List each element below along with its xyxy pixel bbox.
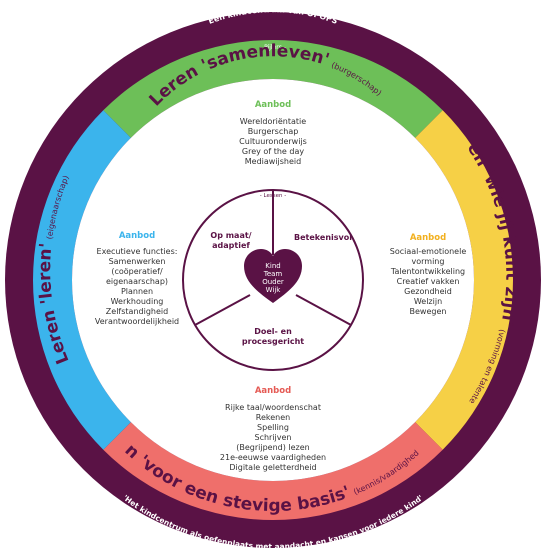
aanbod-item: Bewegen — [410, 307, 447, 316]
lessen-divider-left — [194, 294, 251, 326]
aanbod-item: Rijke taal/woordenschat — [225, 403, 321, 412]
aanbod-item: Welzijn — [414, 297, 442, 306]
aanbod-item: (coöperatief/ — [111, 267, 163, 276]
aanbod-bottom-heading: Aanbod — [255, 386, 291, 396]
pillar-band — [33, 40, 513, 520]
aanbod-item: Samenwerken — [109, 257, 166, 266]
heart-ouder: Ouder — [262, 278, 284, 286]
lessen-doel-line-2: procesgericht — [242, 337, 304, 346]
aanbod-item: Schrijven — [254, 433, 291, 442]
aanbod-item: Plannen — [121, 287, 153, 296]
aanbod-item: eigenaarschap) — [106, 277, 168, 286]
aanbod-left-heading: Aanbod — [119, 231, 155, 241]
aanbod-item: 21e-eeuwse vaardigheden — [220, 453, 326, 462]
band-stevige-basis — [103, 422, 443, 520]
lessen-doel-line-1: Doel- en — [254, 327, 292, 336]
aanbod-item: Executieve functies: — [97, 247, 178, 256]
aanbod-item: Spelling — [257, 423, 289, 432]
aanbod-item: Wereldoriëntatie — [240, 117, 306, 126]
band-leren — [33, 110, 131, 450]
heart-shape — [244, 249, 302, 303]
aanbod-item: Mediawijsheid — [245, 157, 301, 166]
aanbod-item: Zelfstandigheid — [106, 307, 168, 316]
aanbod-item: Sociaal-emotionele — [390, 247, 467, 256]
heart-wijk: Wijk — [266, 286, 282, 294]
aanbod-left: Aanbod Executieve functies: Samenwerken … — [95, 231, 179, 326]
heart-kind: Kind — [265, 262, 280, 270]
lessen-divider-right — [295, 294, 352, 326]
heart-team: Team — [263, 270, 283, 278]
aanbod-bottom: Aanbod Rijke taal/woordenschat Rekenen S… — [220, 386, 326, 472]
lessen-label: - Lessen - — [260, 193, 286, 199]
aanbod-item: Creatief vakken — [397, 277, 460, 286]
lessen-op-maat-line-1: Op maat/ — [210, 231, 251, 240]
aanbod-item: vorming — [412, 257, 445, 266]
aanbod-item: (Begrijpend) lezen — [236, 443, 310, 452]
pijlers-label: - Pijlers - — [260, 44, 286, 51]
aanbod-item: Gezondheid — [404, 287, 452, 296]
aanbod-item: Talentontwikkeling — [390, 267, 465, 276]
band-wie-jij-kunt-zijn — [415, 110, 513, 450]
aanbod-top-heading: Aanbod — [255, 100, 291, 110]
aanbod-item: Cultuuronderwijs — [239, 137, 307, 146]
aanbod-item: Verantwoordelijkheid — [95, 317, 179, 326]
aanbod-top: Aanbod Wereldoriëntatie Burgerschap Cult… — [239, 100, 307, 166]
aanbod-item: Rekenen — [256, 413, 290, 422]
lessen-op-maat-line-2: adaptief — [212, 241, 250, 250]
aanbod-item: Grey of the day — [242, 147, 304, 156]
aanbod-item: Digitale geletterdheid — [229, 463, 316, 472]
band-samenleven — [103, 40, 443, 138]
lessen-betekenisvol: Betekenisvol — [294, 233, 352, 242]
aanbod-right: Aanbod Sociaal-emotionele vorming Talent… — [390, 233, 467, 316]
aanbod-right-heading: Aanbod — [410, 233, 446, 243]
aanbod-item: Burgerschap — [248, 127, 299, 136]
aanbod-item: Werkhouding — [111, 297, 164, 306]
